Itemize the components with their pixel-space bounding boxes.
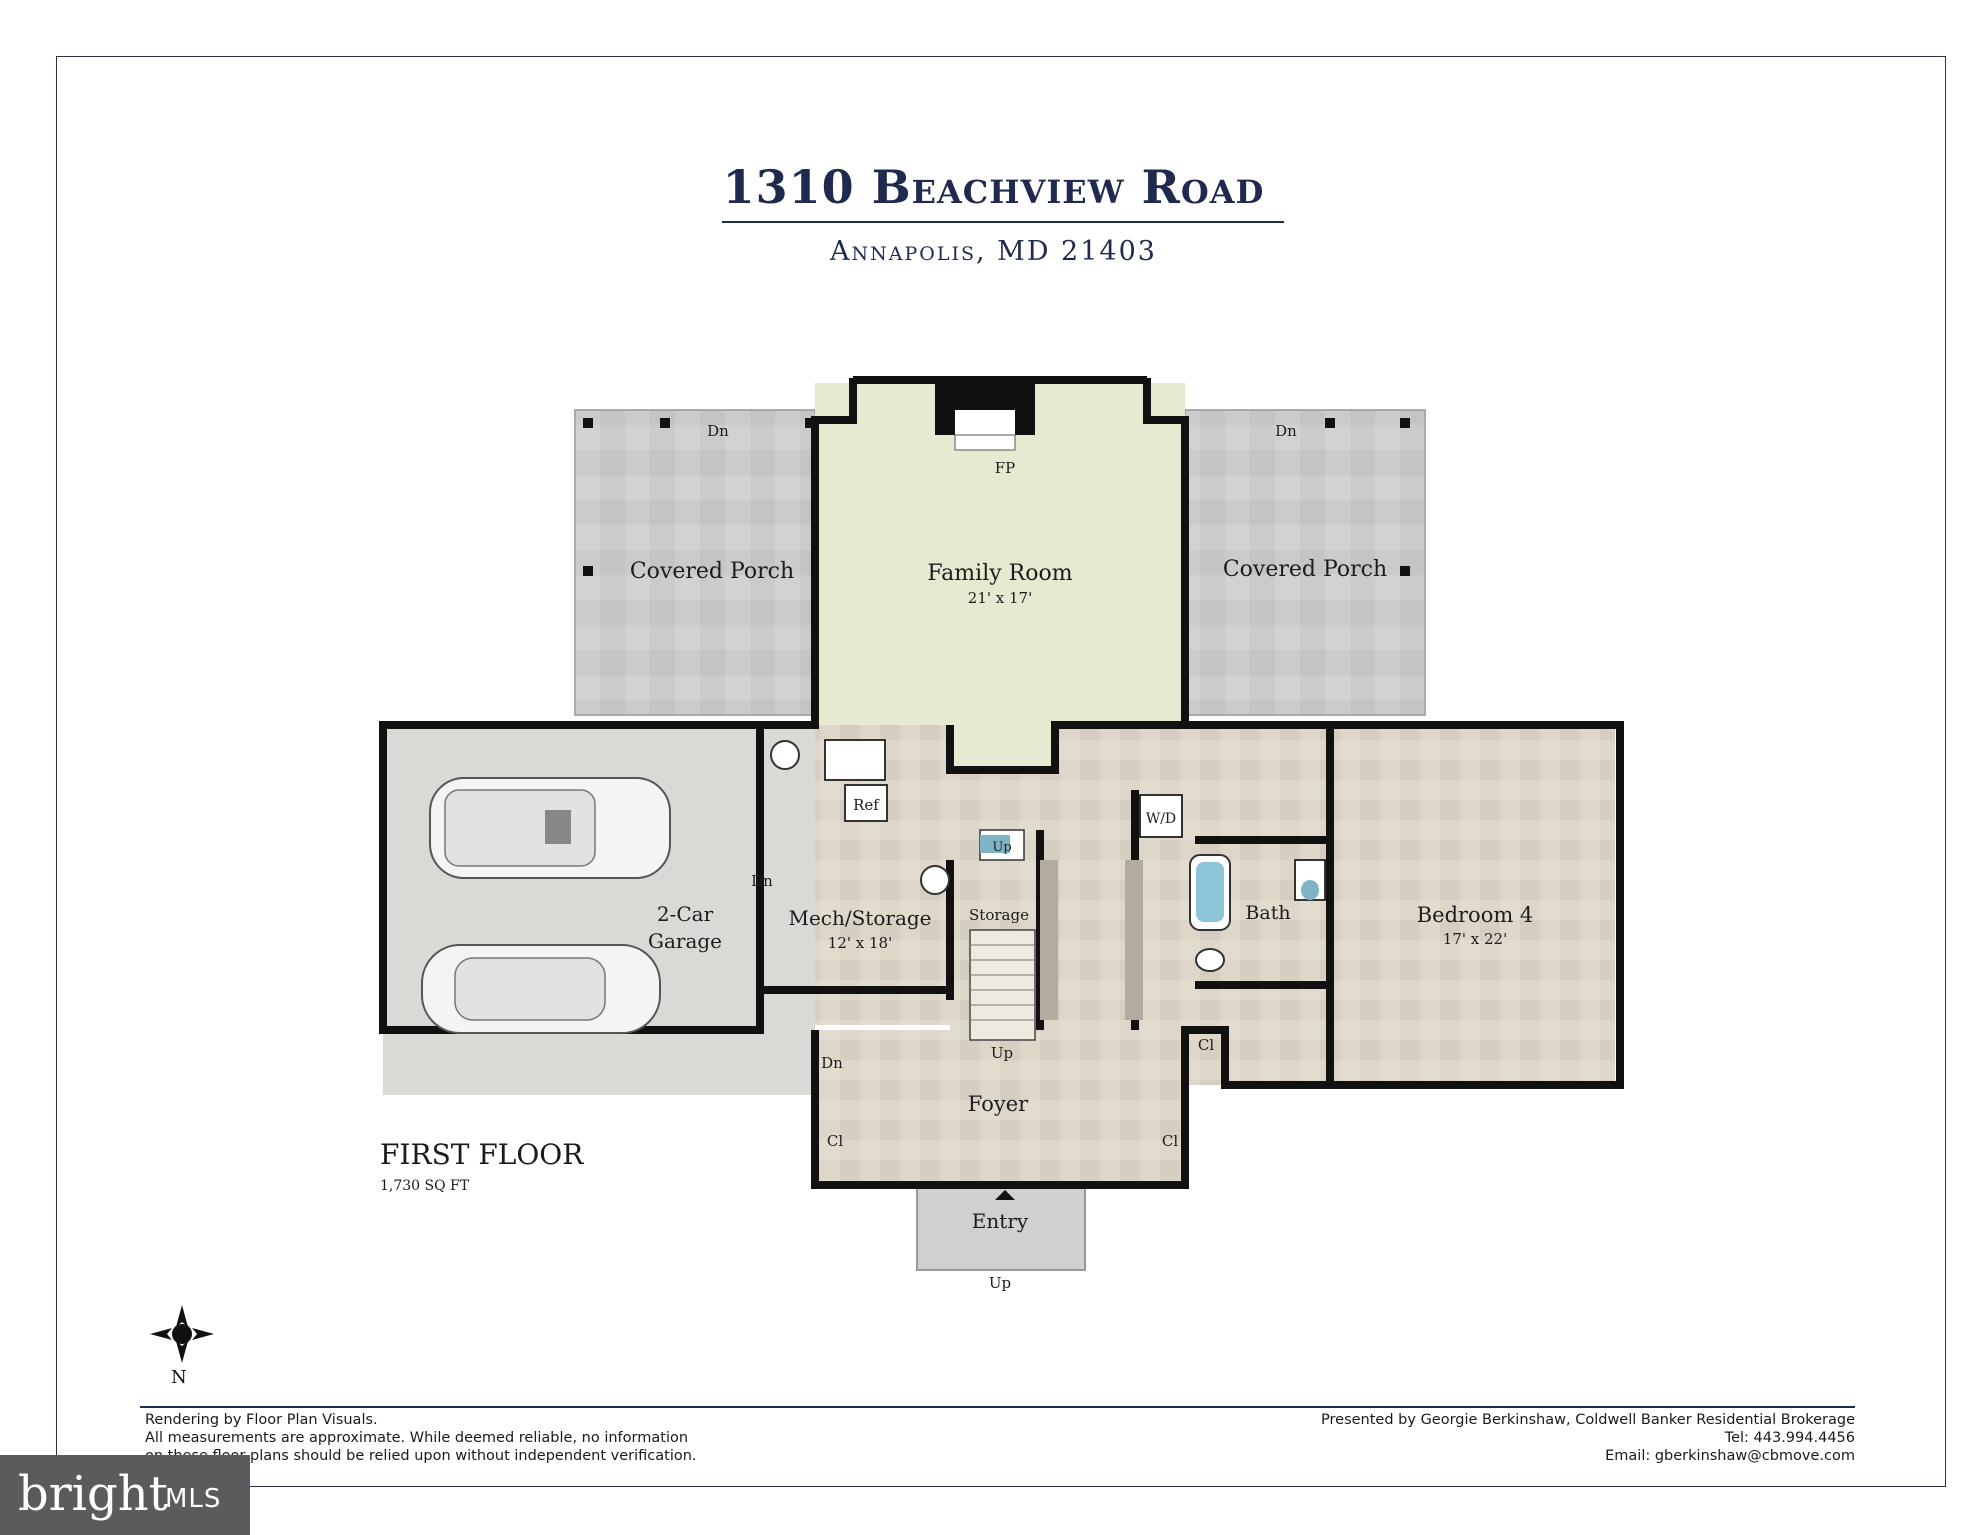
footer-left-line3: on these floor plans should be relied up… xyxy=(145,1448,697,1464)
label-garage-line2: Garage xyxy=(648,929,722,953)
property-address: Annapolis, MD 21403 xyxy=(830,236,1157,267)
label-mech-storage: Mech/Storage xyxy=(788,906,931,930)
bathtub-water xyxy=(1196,862,1224,922)
footer-left-line1: Rendering by Floor Plan Visuals. xyxy=(145,1412,378,1428)
label-washer-dryer: W/D xyxy=(1146,811,1176,827)
label-closet-foyer-right: Cl xyxy=(1162,1132,1178,1150)
label-family-room: Family Room xyxy=(927,561,1072,586)
covered-porch-right xyxy=(1184,409,1426,716)
label-utility-sink: Up xyxy=(992,840,1011,855)
compass-rose-icon xyxy=(150,1305,214,1363)
bright-mls-badge xyxy=(0,1455,250,1535)
water-heater-icon xyxy=(770,740,800,770)
east-wing-floor xyxy=(1055,725,1615,1085)
compass-north-label: N xyxy=(171,1367,187,1388)
bright-mls-suffix: MLS xyxy=(165,1484,222,1514)
label-storage: Storage xyxy=(969,906,1029,924)
shelving-icon xyxy=(824,739,886,781)
footer-disclaimer: Rendering by Floor Plan Visuals. All mea… xyxy=(145,1411,697,1465)
label-entry-up: Up xyxy=(989,1274,1011,1292)
label-fireplace: FP xyxy=(995,459,1016,477)
vanity-sink-icon xyxy=(1301,880,1319,900)
foyer-floor xyxy=(815,1030,1185,1185)
label-mech-dn: Dn xyxy=(751,872,773,890)
label-foyer: Foyer xyxy=(968,1092,1029,1116)
car-sedan xyxy=(421,944,661,1034)
fireplace-opening xyxy=(955,410,1015,435)
furnace-icon xyxy=(920,865,950,895)
bright-mls-brand: bright xyxy=(18,1466,168,1522)
label-closet-hall: Cl xyxy=(1198,1036,1214,1054)
porch-posts xyxy=(583,418,1410,576)
label-bath: Bath xyxy=(1245,902,1290,924)
label-garage-dn: Dn xyxy=(821,1054,843,1072)
toilet-icon xyxy=(1195,948,1225,972)
footer-right-line1: Presented by Georgie Berkinshaw, Coldwel… xyxy=(1321,1412,1855,1428)
label-mech-storage-dims: 12' x 18' xyxy=(828,934,892,952)
title-underline xyxy=(722,221,1284,223)
footer-contact: Presented by Georgie Berkinshaw, Coldwel… xyxy=(1321,1411,1855,1465)
label-porch-left-dn: Dn xyxy=(707,422,729,440)
footer-left-line2: All measurements are approximate. While … xyxy=(145,1430,689,1446)
hall-column-right xyxy=(1125,860,1143,1020)
floor-sqft: 1,730 SQ FT xyxy=(380,1178,470,1194)
label-bedroom4: Bedroom 4 xyxy=(1417,903,1534,927)
property-title: 1310 Beachview Road xyxy=(722,160,1265,214)
floor-label: FIRST FLOOR xyxy=(380,1138,584,1171)
label-covered-porch-left: Covered Porch xyxy=(630,559,794,584)
entry-arrow-icon xyxy=(995,1190,1015,1200)
label-family-room-dims: 21' x 17' xyxy=(968,589,1032,607)
refrigerator-icon xyxy=(844,784,888,822)
footer-right-line3: Email: gberkinshaw@cbmove.com xyxy=(1605,1448,1855,1464)
label-garage-line1: 2-Car xyxy=(657,902,714,926)
hearth xyxy=(954,434,1016,451)
washer-dryer-icon xyxy=(1139,794,1183,838)
label-stairs-up: Up xyxy=(991,1044,1013,1062)
label-entry: Entry xyxy=(972,1209,1029,1233)
car-suv xyxy=(429,777,671,879)
page-frame xyxy=(56,56,1946,1487)
hall-column-left xyxy=(1040,860,1058,1020)
label-covered-porch-right: Covered Porch xyxy=(1223,557,1387,582)
label-closet-foyer-left: Cl xyxy=(827,1132,843,1150)
utility-sink-basin xyxy=(980,835,1010,853)
label-porch-right-dn: Dn xyxy=(1275,422,1297,440)
label-bedroom4-dims: 17' x 22' xyxy=(1443,930,1507,948)
footer-rule xyxy=(140,1406,1855,1408)
label-refrigerator: Ref xyxy=(853,796,880,814)
staircase xyxy=(969,929,1036,1041)
footer-right-line2: Tel: 443.994.4456 xyxy=(1724,1430,1855,1446)
